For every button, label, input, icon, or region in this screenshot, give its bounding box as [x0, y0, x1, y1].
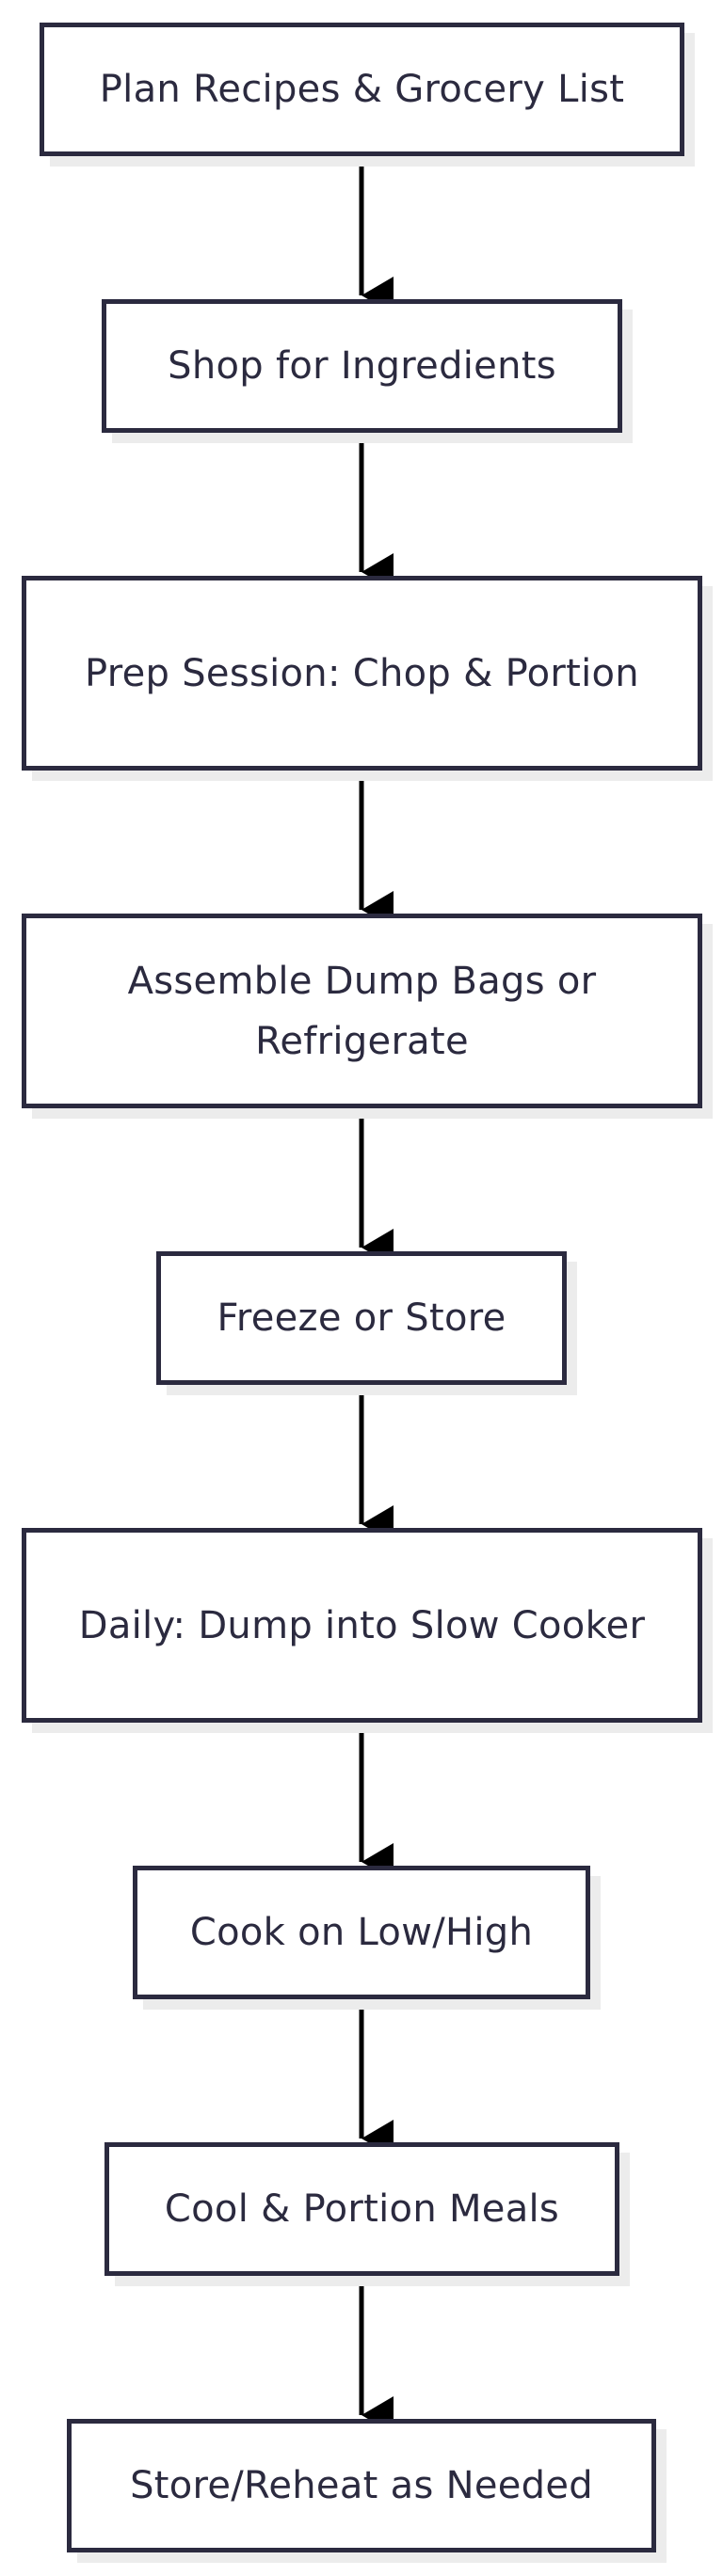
flow-step-cool-portion: Cool & Portion Meals [104, 2142, 619, 2276]
flow-step-assemble-dump-bags: Assemble Dump Bags or Refrigerate [22, 914, 702, 1108]
flow-step-shop-ingredients: Shop for Ingredients [102, 299, 622, 433]
flow-step-plan-recipes: Plan Recipes & Grocery List [40, 23, 684, 156]
flow-step-store-reheat: Store/Reheat as Needed [67, 2419, 656, 2552]
flow-step-prep-session: Prep Session: Chop & Portion [22, 576, 702, 771]
flow-step-daily-dump: Daily: Dump into Slow Cooker [22, 1528, 702, 1723]
flow-step-cook-low-high: Cook on Low/High [133, 1866, 590, 1999]
flow-step-freeze-or-store: Freeze or Store [156, 1251, 567, 1385]
